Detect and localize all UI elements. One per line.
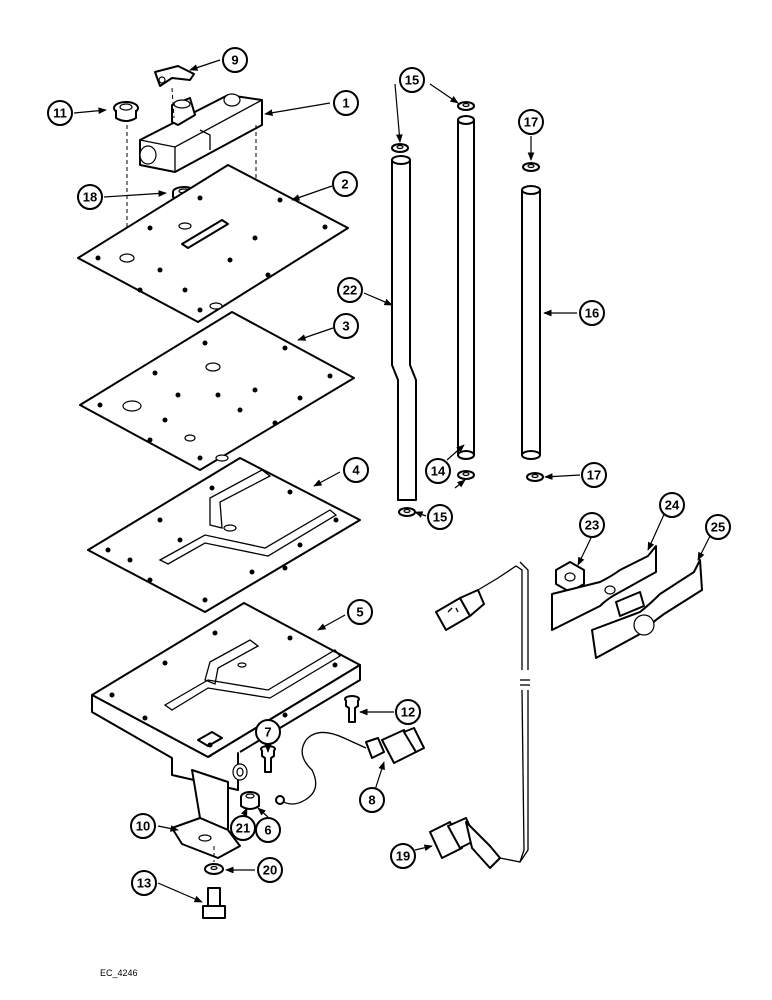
callout-19: 19 — [390, 843, 416, 869]
callout-12: 12 — [395, 699, 421, 725]
svg-text:21: 21 — [236, 821, 250, 836]
screw-12 — [344, 695, 360, 723]
svg-text:9: 9 — [231, 53, 238, 68]
callout-8: 8 — [359, 787, 385, 813]
svg-text:2: 2 — [341, 177, 348, 192]
callout-3: 3 — [333, 313, 359, 339]
svg-text:15: 15 — [405, 73, 419, 88]
washer-20 — [204, 863, 224, 875]
callout-24: 24 — [659, 492, 685, 518]
callout-7: 7 — [255, 719, 281, 745]
drawing-code: EC_4246 — [100, 968, 138, 978]
plug — [113, 101, 139, 122]
svg-text:25: 25 — [711, 520, 725, 535]
callout-4: 4 — [343, 457, 369, 483]
callout-17-top: 17 — [518, 109, 544, 135]
svg-text:12: 12 — [401, 705, 415, 720]
screw-7 — [260, 745, 276, 773]
svg-text:6: 6 — [264, 823, 271, 838]
svg-text:10: 10 — [136, 819, 150, 834]
svg-text:4: 4 — [352, 463, 360, 478]
callout-6: 6 — [255, 817, 281, 843]
straight-tube-14 — [457, 115, 475, 460]
callout-15-bottom: 15 — [427, 504, 453, 530]
curved-tube — [391, 155, 417, 501]
clamp-24 — [551, 545, 657, 631]
svg-text:17: 17 — [587, 468, 601, 483]
callout-1: 1 — [333, 90, 359, 116]
tube-16 — [521, 185, 541, 460]
svg-text:15: 15 — [433, 510, 447, 525]
callout-11: 11 — [47, 100, 73, 126]
callout-10: 10 — [130, 813, 156, 839]
svg-text:18: 18 — [83, 190, 97, 205]
svg-text:17: 17 — [524, 115, 538, 130]
svg-text:1: 1 — [342, 96, 349, 111]
valve-body — [139, 93, 263, 173]
callout-15-top: 15 — [399, 67, 425, 93]
pressure-sensor — [275, 727, 425, 805]
svg-text:8: 8 — [368, 793, 375, 808]
o-rings — [391, 101, 544, 517]
svg-text:7: 7 — [264, 725, 271, 740]
callout-21: 21 — [230, 815, 256, 841]
callout-18: 18 — [77, 184, 103, 210]
callout-5: 5 — [347, 599, 373, 625]
clip — [154, 65, 195, 87]
svg-text:3: 3 — [342, 319, 349, 334]
svg-text:16: 16 — [585, 306, 599, 321]
bolt-13 — [202, 887, 226, 919]
separator-plate-4 — [87, 457, 361, 613]
svg-text:19: 19 — [396, 849, 410, 864]
callout-25: 25 — [705, 514, 731, 540]
svg-text:14: 14 — [431, 464, 446, 479]
callout-17-bottom: 17 — [581, 462, 607, 488]
plate-3 — [79, 311, 355, 471]
callout-9: 9 — [222, 47, 248, 73]
callout-14: 14 — [425, 458, 451, 484]
svg-text:22: 22 — [343, 283, 357, 298]
clamp-25 — [591, 559, 703, 659]
svg-text:11: 11 — [53, 106, 67, 121]
svg-text:20: 20 — [263, 863, 277, 878]
callout-16: 16 — [579, 300, 605, 326]
svg-text:23: 23 — [585, 518, 599, 533]
housing-plate-5 — [91, 602, 361, 791]
callout-22: 22 — [337, 277, 363, 303]
nut — [555, 561, 585, 593]
wiring-harness — [429, 561, 530, 869]
svg-text:24: 24 — [665, 498, 680, 513]
mounting-bracket — [171, 769, 241, 859]
callout-20: 20 — [257, 857, 283, 883]
gasket-plate-2 — [77, 164, 349, 323]
callout-13: 13 — [131, 870, 157, 896]
plug-21 — [240, 791, 260, 810]
svg-text:5: 5 — [356, 605, 363, 620]
callout-23: 23 — [579, 512, 605, 538]
callout-2: 2 — [332, 171, 358, 197]
svg-text:13: 13 — [137, 876, 151, 891]
leader-lines — [73, 59, 713, 903]
